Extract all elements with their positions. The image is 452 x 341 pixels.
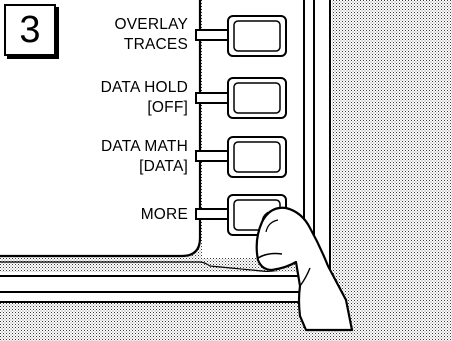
softkey-label-line1: DATA HOLD — [100, 79, 188, 96]
softkey-label-line1: DATA MATH — [100, 138, 188, 155]
softkey-label-line1: MORE — [140, 206, 188, 223]
softkey-label-more: MORE — [38, 205, 188, 225]
softkey-data-math-button[interactable] — [228, 137, 286, 177]
finger-pressing-icon — [255, 206, 354, 332]
softkey-overlay-traces-button[interactable] — [228, 16, 286, 56]
softkey-shapes — [227, 15, 287, 236]
softkey-label-line2: [OFF] — [147, 99, 188, 116]
softkey-data-hold-button[interactable] — [228, 78, 286, 118]
softkey-label-line2: TRACES — [123, 36, 188, 53]
softkey-label-data-math: DATA MATH [DATA] — [38, 137, 188, 177]
display-screen-edge — [0, 0, 202, 258]
softkey-more-button[interactable] — [228, 195, 286, 235]
softkey-label-overlay-traces: OVERLAY TRACES — [38, 15, 188, 55]
softkey-label-data-hold: DATA HOLD [OFF] — [38, 78, 188, 118]
step-number-badge: 3 — [4, 4, 56, 56]
softkey-label-line1: OVERLAY — [114, 16, 188, 33]
softkey-label-line2: [DATA] — [139, 158, 188, 175]
